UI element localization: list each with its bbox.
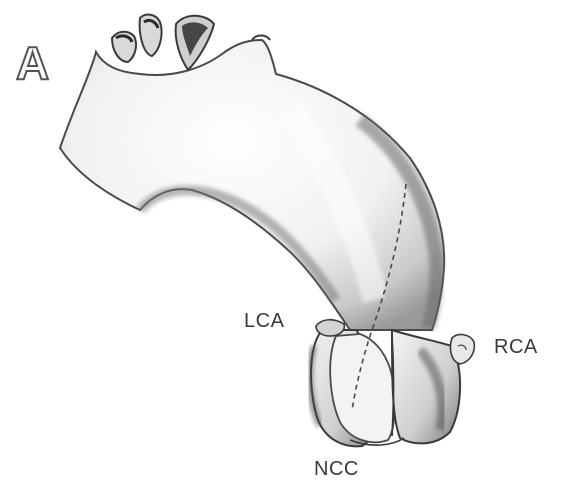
lca-ostium [316, 320, 344, 336]
aortic-arch [60, 40, 444, 330]
ncc-label: NCC [314, 459, 359, 479]
rca-ostium [450, 335, 474, 364]
aortic-root [310, 320, 475, 447]
rca-label: RCA [494, 337, 538, 357]
lca-label: LCA [244, 311, 284, 331]
panel-letter: A [16, 40, 49, 86]
